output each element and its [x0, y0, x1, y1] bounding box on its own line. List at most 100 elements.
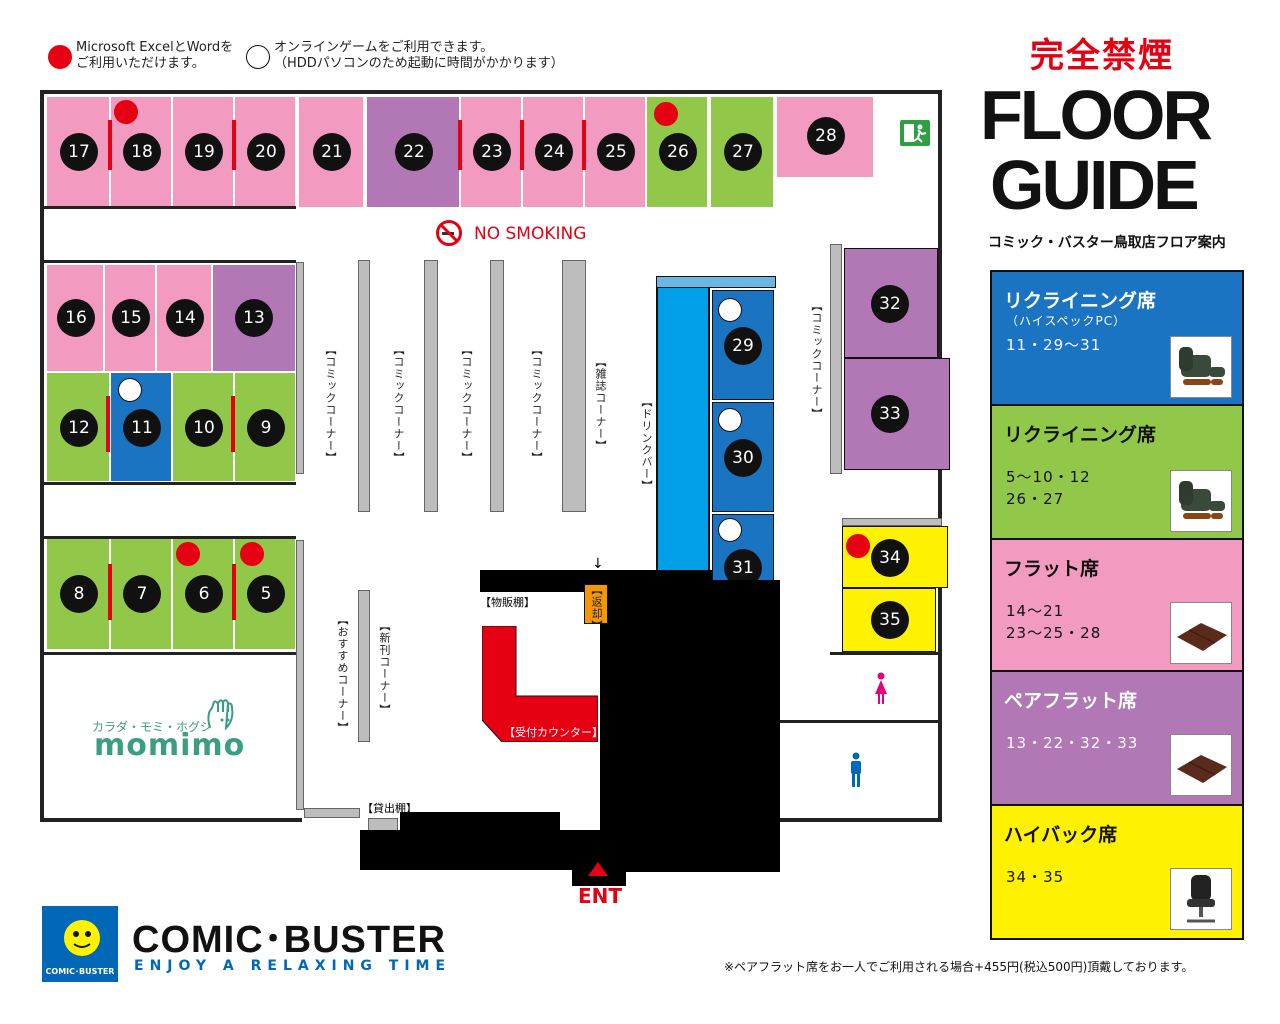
seat-35[interactable]: 35 [842, 588, 936, 652]
reception-label: 【受付カウンター】 [504, 726, 603, 739]
seat-21[interactable]: 21 [298, 96, 364, 208]
seat-13[interactable]: 13 [212, 264, 296, 372]
comic-corner-label: 【コミックコーナー】 [460, 344, 473, 464]
seat-number: 13 [235, 299, 273, 337]
seat-number: 21 [313, 133, 351, 171]
entrance-label: ENT [578, 884, 623, 908]
seat-23[interactable]: 23 [460, 96, 522, 208]
guide-sub-1: （ハイスペックPC） [1006, 314, 1127, 328]
no-smoking-icon [436, 220, 462, 246]
seat-22[interactable]: 22 [366, 96, 460, 208]
staff-area [360, 830, 600, 870]
wall-outer-top [40, 90, 940, 94]
floor-title: FLOOR [980, 76, 1213, 154]
bookshelf [304, 808, 360, 818]
brand-name: COMIC･BUSTER [132, 919, 446, 961]
seat-32[interactable]: 32 [844, 248, 938, 358]
seat-divider [108, 120, 112, 170]
seat-33[interactable]: 33 [844, 358, 950, 470]
entrance-arrow-icon [588, 862, 608, 876]
guide-title: GUIDE [990, 146, 1200, 224]
recliner-chair-icon [1170, 470, 1232, 532]
excel-word-marker [846, 534, 870, 558]
seat-divider [231, 396, 235, 452]
seat-14[interactable]: 14 [156, 264, 212, 372]
seat-number: 19 [185, 133, 223, 171]
bookshelf [830, 244, 842, 474]
seat-divider [106, 396, 110, 452]
return-box [584, 584, 608, 624]
wall-restroom-mid [780, 720, 938, 723]
excel-word-marker [240, 542, 264, 566]
flat-mat-icon [1170, 602, 1232, 664]
guide-seats-2b: 26・27 [1006, 490, 1065, 508]
seat-10[interactable]: 10 [172, 372, 234, 482]
guide-recliner-highspec: リクライニング席 （ハイスペックPC） 11・29〜31 [990, 270, 1244, 406]
return-arrow-icon: ↓ [592, 556, 604, 572]
seat-number: 14 [166, 299, 204, 337]
seat-20[interactable]: 20 [234, 96, 296, 208]
momimo-subtitle: カラダ・モミ・ホグシ [92, 720, 213, 734]
staff-area [400, 812, 560, 832]
brand-logo-text: COMIC･BUSTER [45, 967, 115, 976]
recommend-corner-label: 【おすすめコーナー】 [336, 614, 349, 734]
guide-high-back: ハイバック席 34・35 [990, 804, 1244, 940]
floor-subtitle: コミック・バスター鳥取店フロア案内 [988, 235, 1226, 251]
legend-white-line2: （HDDパソコンのため起動に時間がかかります） [274, 56, 564, 71]
drink-bar-label: 【ドリンクバー】 [640, 396, 653, 492]
emergency-exit-icon [900, 120, 930, 146]
bookshelf [296, 540, 304, 810]
seat-17[interactable]: 17 [46, 96, 110, 208]
seat-29[interactable]: 29 [712, 290, 774, 400]
mens-restroom-icon [848, 752, 864, 788]
wall-mid-left-bottom [44, 482, 296, 485]
seat-9[interactable]: 9 [234, 372, 296, 482]
seat-number: 6 [185, 575, 223, 613]
online-game-marker [118, 378, 142, 402]
office-chair-icon [1170, 868, 1232, 930]
legend-red-line2: ご利用いただけます。 [76, 56, 205, 71]
seat-number: 28 [807, 117, 845, 155]
guide-seats-2: 5〜10・12 [1006, 468, 1091, 486]
guide-seats-3b: 23〜25・28 [1006, 624, 1102, 642]
seat-19[interactable]: 19 [172, 96, 234, 208]
guide-title-2: リクライニング席 [1004, 424, 1157, 446]
seat-15[interactable]: 15 [104, 264, 156, 372]
guide-seats-3: 14〜21 [1006, 602, 1065, 620]
drink-bar [656, 284, 710, 580]
womens-restroom-icon [874, 672, 888, 706]
online-game-marker [718, 518, 742, 542]
seat-28[interactable]: 28 [776, 96, 874, 178]
seat-7[interactable]: 7 [110, 538, 172, 650]
seat-number: 23 [473, 133, 511, 171]
seat-30[interactable]: 30 [712, 402, 774, 512]
seat-25[interactable]: 25 [584, 96, 646, 208]
seat-number: 12 [60, 409, 98, 447]
guide-title-5: ハイバック席 [1004, 824, 1118, 846]
seat-divider [232, 564, 236, 620]
return-label: 【返却】 [590, 584, 603, 632]
seat-16[interactable]: 16 [46, 264, 104, 372]
seat-number: 11 [123, 409, 161, 447]
seat-number: 25 [597, 133, 635, 171]
legend-red-line1: Microsoft ExcelとWordを [76, 40, 234, 55]
seat-number: 9 [247, 409, 285, 447]
seat-number: 17 [60, 133, 98, 171]
excel-word-marker [176, 542, 200, 566]
seat-8[interactable]: 8 [46, 538, 110, 650]
seat-12[interactable]: 12 [46, 372, 110, 482]
seat-number: 30 [724, 439, 762, 477]
recliner-chair-icon [1170, 336, 1232, 398]
seat-24[interactable]: 24 [522, 96, 584, 208]
legend-white-dot [246, 45, 270, 69]
seat-number: 16 [57, 299, 95, 337]
guide-seats-4: 13・22・32・33 [1006, 734, 1139, 752]
bookshelf [424, 260, 438, 512]
seat-number: 35 [871, 601, 909, 639]
seat-27[interactable]: 27 [710, 96, 774, 208]
seat-number: 20 [247, 133, 285, 171]
guide-seats-5: 34・35 [1006, 868, 1065, 886]
flat-mat-icon [1170, 734, 1232, 796]
legend-red-dot [48, 45, 72, 69]
seat-number: 27 [724, 133, 762, 171]
